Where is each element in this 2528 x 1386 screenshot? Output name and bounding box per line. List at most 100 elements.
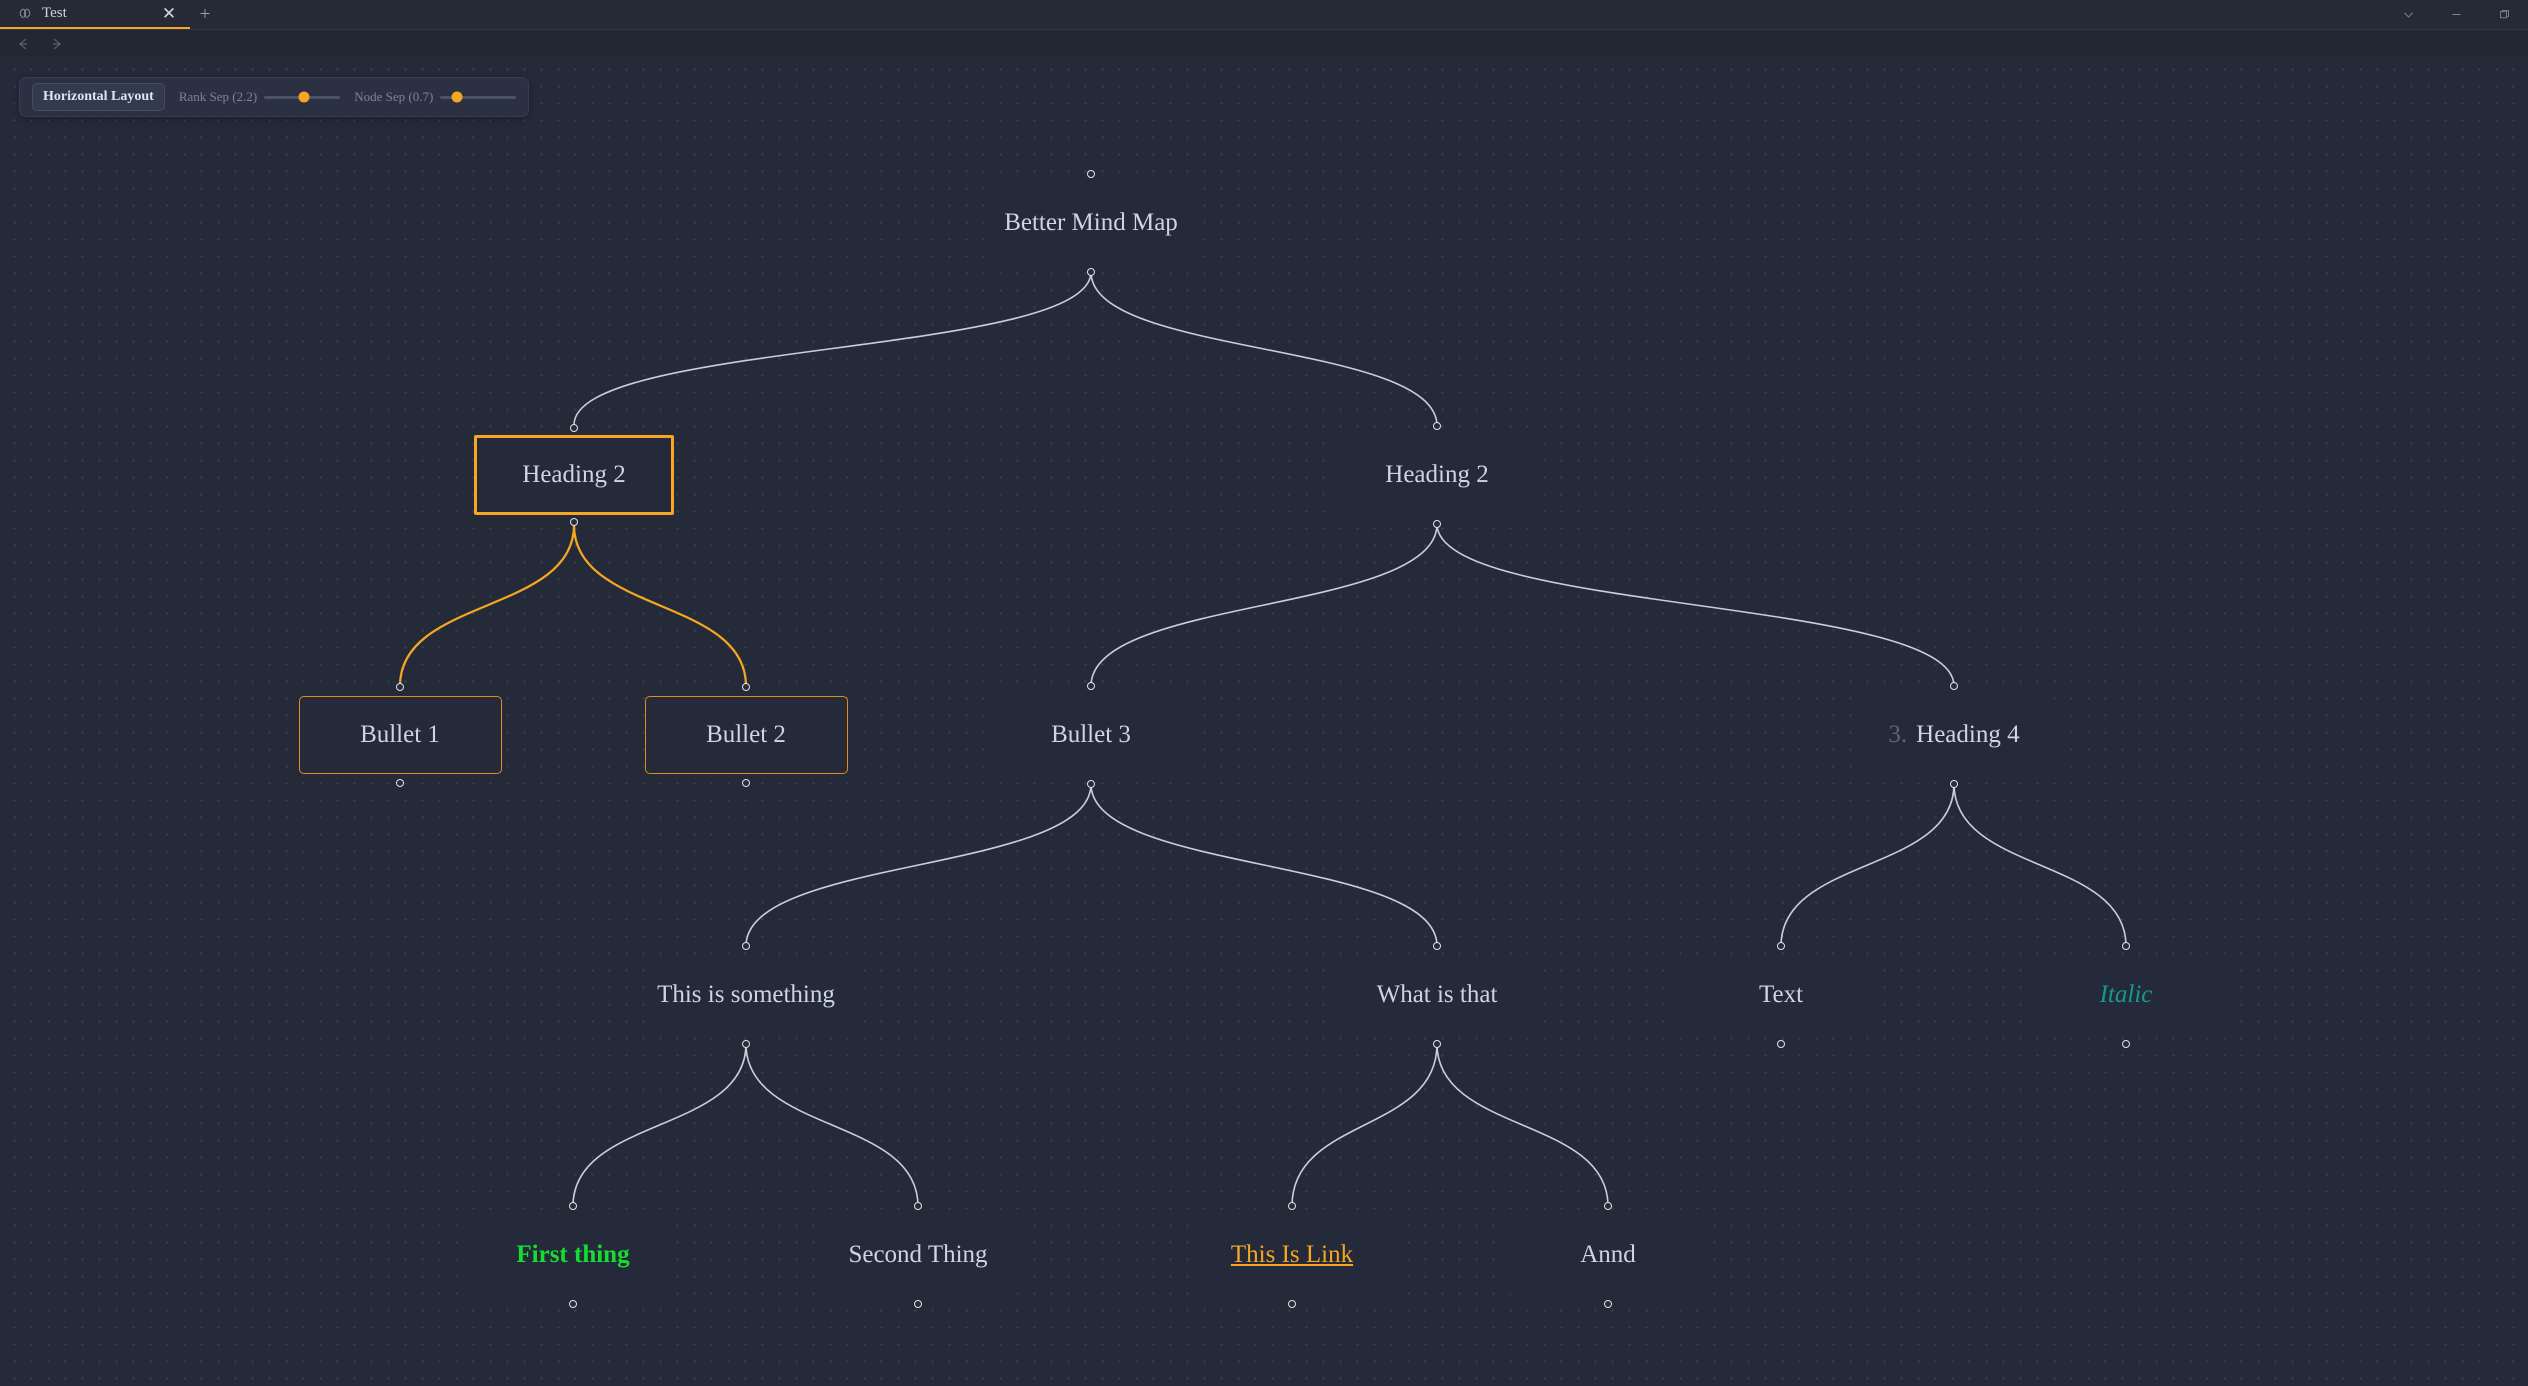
node-number-prefix: 3.	[1888, 721, 1908, 748]
node-label: First thing	[516, 1241, 630, 1268]
node-handle-bottom[interactable]	[396, 779, 404, 787]
mindmap-node-italic[interactable]: Italic	[2025, 942, 2227, 1048]
node-sep-slider[interactable]	[440, 91, 517, 103]
node-label: Bullet 3	[1051, 721, 1131, 748]
mindmap-node-b2[interactable]: Bullet 2	[644, 683, 848, 787]
tab-test[interactable]: Test ✕	[0, 0, 190, 29]
node-handle-bottom[interactable]	[569, 1300, 577, 1308]
node-handle-bottom[interactable]	[570, 518, 578, 526]
rank-sep-label: Rank Sep (2.2)	[178, 89, 258, 104]
mindmap-edge-what-link	[1291, 1043, 1438, 1207]
mindmap-edge-root-h2b	[1090, 271, 1438, 427]
node-handle-bottom[interactable]	[2122, 1040, 2130, 1048]
mindmap-edge-what-annd	[1436, 1043, 1609, 1207]
node-handle-top[interactable]	[1433, 942, 1441, 950]
node-handle-bottom[interactable]	[1087, 780, 1095, 788]
mindmap-edge-h2a-b2	[572, 524, 748, 687]
mindmap-node-link[interactable]: This Is Link	[1190, 1202, 1394, 1308]
tab-strip: Test ✕ +	[0, 0, 220, 29]
mindmap-node-first[interactable]: First thing	[471, 1202, 675, 1308]
maximize-icon[interactable]	[2480, 0, 2528, 29]
mindmap-node-b3[interactable]: Bullet 3	[990, 682, 1192, 788]
node-handle-bottom[interactable]	[1950, 780, 1958, 788]
node-handle-bottom[interactable]	[1087, 268, 1095, 276]
mindmap-node-h2b[interactable]: Heading 2	[1337, 422, 1537, 528]
node-handle-bottom[interactable]	[1288, 1300, 1296, 1308]
node-sep-label: Node Sep (0.7)	[354, 89, 434, 104]
rank-sep-slider[interactable]	[264, 91, 341, 103]
minimize-icon[interactable]	[2432, 0, 2480, 29]
mindmap-edge-some-second	[745, 1043, 919, 1207]
node-handle-top[interactable]	[1950, 682, 1958, 690]
mindmap-edge-some-first	[572, 1043, 747, 1207]
mindmap-edge-root-h2a	[573, 271, 1092, 426]
node-label: This Is Link	[1230, 1241, 1354, 1268]
node-label: What is that	[1376, 981, 1498, 1008]
brain-icon	[18, 7, 32, 21]
window-controls	[2384, 0, 2528, 29]
title-bar: Test ✕ +	[0, 0, 2528, 30]
node-label: Heading 2	[522, 461, 626, 488]
mindmap-node-root[interactable]: Better Mind Map	[990, 170, 1192, 276]
node-handle-top[interactable]	[1604, 1202, 1612, 1210]
node-label: Annd	[1580, 1241, 1636, 1268]
close-icon[interactable]: ✕	[161, 4, 177, 23]
node-handle-top[interactable]	[1288, 1202, 1296, 1210]
mindmap-edge-h2b-h4	[1436, 523, 1955, 687]
node-label: Better Mind Map	[1004, 209, 1178, 236]
mindmap-node-h2a[interactable]: Heading 2	[474, 424, 674, 526]
node-handle-bottom[interactable]	[742, 1040, 750, 1048]
node-handle-top[interactable]	[1433, 422, 1441, 430]
node-label: Text	[1758, 981, 1804, 1008]
mindmap-node-h4[interactable]: 3. Heading 4	[1853, 682, 2055, 788]
node-label: This is something	[657, 981, 835, 1008]
node-handle-bottom[interactable]	[1433, 1040, 1441, 1048]
mindmap-node-what[interactable]: What is that	[1336, 942, 1538, 1048]
node-handle-top[interactable]	[742, 942, 750, 950]
layout-toolbar: Horizontal Layout Rank Sep (2.2) Node Se…	[19, 77, 530, 117]
horizontal-layout-button[interactable]: Horizontal Layout	[32, 83, 165, 111]
node-handle-bottom[interactable]	[1777, 1040, 1785, 1048]
node-handle-top[interactable]	[2122, 942, 2130, 950]
mindmap-node-b1[interactable]: Bullet 1	[298, 683, 502, 787]
node-handle-top[interactable]	[1087, 170, 1095, 178]
mindmap-node-some[interactable]: This is something	[644, 942, 848, 1048]
titlebar-spacer	[220, 0, 2384, 29]
mindmap-edge-h4-text	[1780, 783, 1955, 947]
mindmap-edge-h2a-b1	[398, 524, 576, 687]
mindmap-canvas[interactable]: Horizontal Layout Rank Sep (2.2) Node Se…	[0, 57, 2528, 1386]
forward-icon[interactable]	[44, 33, 70, 55]
mindmap-node-text[interactable]: Text	[1680, 942, 1882, 1048]
navigation-bar	[0, 31, 2528, 57]
node-handle-bottom[interactable]	[742, 779, 750, 787]
back-icon[interactable]	[10, 33, 36, 55]
new-tab-icon[interactable]: +	[199, 4, 211, 25]
mindmap-edge-b3-what	[1090, 783, 1438, 947]
node-handle-bottom[interactable]	[1433, 520, 1441, 528]
node-handle-top[interactable]	[396, 683, 404, 691]
node-handle-bottom[interactable]	[914, 1300, 922, 1308]
node-label: Bullet 1	[360, 721, 440, 748]
node-handle-top[interactable]	[1777, 942, 1785, 950]
node-label: Italic	[2099, 981, 2153, 1008]
node-handle-top[interactable]	[914, 1202, 922, 1210]
tab-title: Test	[42, 5, 67, 21]
node-label: Heading 4	[1916, 721, 2020, 748]
node-label: Heading 2	[1385, 461, 1489, 488]
mindmap-edge-b3-some	[745, 783, 1092, 947]
node-sep-thumb[interactable]	[451, 91, 463, 103]
mindmap-edge-h4-italic	[1953, 783, 2127, 947]
node-handle-top[interactable]	[1087, 682, 1095, 690]
mindmap-node-second[interactable]: Second Thing	[816, 1202, 1020, 1308]
chevron-down-icon[interactable]	[2384, 0, 2432, 29]
node-sep-control: Node Sep (0.7)	[354, 89, 517, 105]
mindmap-node-annd[interactable]: Annd	[1507, 1202, 1709, 1308]
node-handle-top[interactable]	[742, 683, 750, 691]
node-handle-top[interactable]	[569, 1202, 577, 1210]
node-handle-top[interactable]	[570, 424, 578, 432]
node-label: Bullet 2	[706, 721, 786, 748]
rank-sep-thumb[interactable]	[298, 91, 310, 103]
node-handle-bottom[interactable]	[1604, 1300, 1612, 1308]
mindmap-edge-h2b-b3	[1090, 523, 1438, 687]
rank-sep-control: Rank Sep (2.2)	[178, 89, 341, 105]
